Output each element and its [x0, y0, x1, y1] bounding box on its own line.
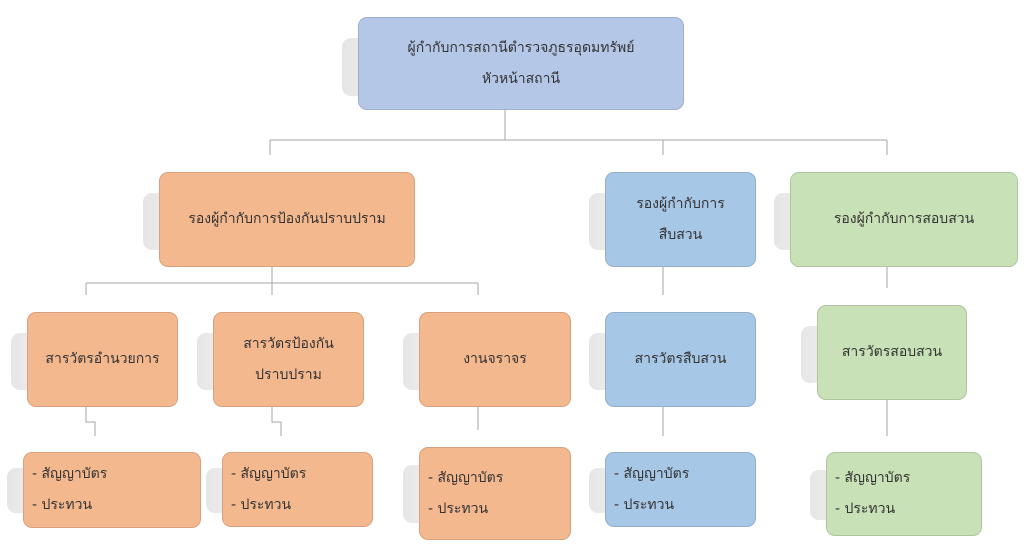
- node-inspector-investigation: สารวัตรสืบสวน: [605, 312, 756, 407]
- node-deputy-prevention: รองผู้กำกับการป้องกันปราบปราม: [159, 172, 415, 267]
- root-node-station-superintendent: ผู้กำกับการสถานีตำรวจภูธรอุดมทรัพย์ หัวห…: [358, 17, 684, 110]
- list-item: - สัญญาบัตร: [32, 466, 108, 482]
- node-label: สารวัตรสอบสวน: [841, 344, 943, 360]
- node-traffic: งานจราจร: [419, 312, 571, 407]
- list-item: - สัญญาบัตร: [835, 470, 911, 486]
- node-deputy-inquiry: รองผู้กำกับการสอบสวน: [790, 172, 1018, 267]
- node-deputy-investigation: รองผู้กำกับการ สืบสวน: [605, 172, 756, 267]
- node-label: สารวัตรป้องกัน: [243, 335, 334, 352]
- node-inspector-administration: สารวัตรอำนวยการ: [27, 312, 178, 407]
- list-item: - ประทวน: [231, 496, 292, 513]
- node-label: รองผู้กำกับการ: [636, 195, 725, 212]
- root-title: ผู้กำกับการสถานีตำรวจภูธรอุดมทรัพย์: [407, 39, 635, 56]
- node-label: รองผู้กำกับการป้องกันปราบปราม: [188, 211, 386, 227]
- node-inspector-prevention: สารวัตรป้องกัน ปราบปราม: [213, 312, 364, 407]
- list-item: - ประทวน: [614, 496, 675, 513]
- node-inspector-inquiry: สารวัตรสอบสวน: [817, 305, 967, 400]
- node-label: สารวัตรอำนวยการ: [45, 351, 160, 367]
- node-staff-prevention: - สัญญาบัตร - ประทวน: [222, 452, 373, 527]
- node-label: ปราบปราม: [255, 366, 322, 383]
- node-label: สืบสวน: [658, 226, 703, 243]
- node-staff-investigation: - สัญญาบัตร - ประทวน: [605, 452, 756, 527]
- list-item: - ประทวน: [835, 501, 896, 517]
- node-label: งานจราจร: [463, 351, 527, 367]
- list-item: - สัญญาบัตร: [614, 465, 690, 482]
- node-staff-inquiry: - สัญญาบัตร - ประทวน: [826, 452, 982, 536]
- node-staff-traffic: - สัญญาบัตร - ประทวน: [419, 447, 571, 540]
- root-subtitle: หัวหน้าสถานี: [481, 70, 561, 87]
- node-staff-administration: - สัญญาบัตร - ประทวน: [23, 452, 201, 528]
- node-label: สารวัตรสืบสวน: [634, 351, 727, 367]
- list-item: - สัญญาบัตร: [231, 465, 307, 482]
- list-item: - สัญญาบัตร: [428, 469, 504, 486]
- list-item: - ประทวน: [32, 497, 93, 513]
- list-item: - ประทวน: [428, 500, 489, 517]
- node-label: รองผู้กำกับการสอบสวน: [833, 211, 975, 227]
